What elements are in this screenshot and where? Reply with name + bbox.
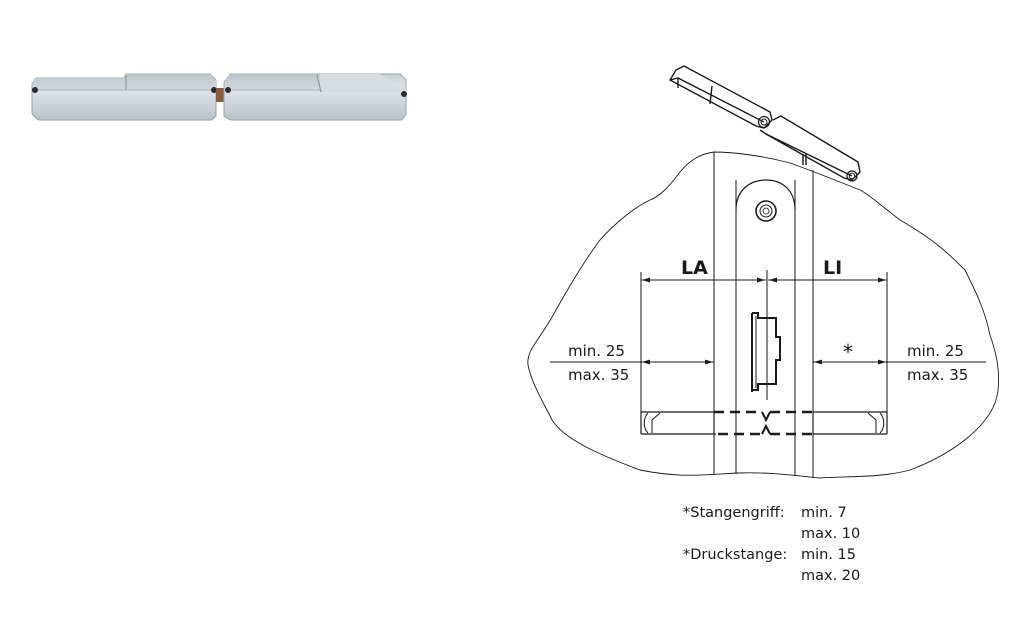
spindle-photo [31,73,407,121]
spindle-left-half [31,73,217,121]
footnote-stangengriff-max: max. 10 [801,526,861,542]
asterisk-marker: * [843,340,853,364]
left-range-max: max. 35 [568,366,630,384]
footnote-druckstange-min: min. 15 [801,547,857,563]
screw-icon [755,200,777,222]
footnote-stangengriff-label: *Stangengriff: [683,505,785,521]
footnote-druckstange-max: max. 20 [801,568,861,584]
left-range-min: min. 25 [568,342,625,360]
right-range-min: min. 25 [907,342,964,360]
door-section-outline [527,151,1000,479]
dimension-label-inside: LI [823,257,843,279]
spindle-section [640,410,888,436]
footnote-stangengriff-min: min. 7 [801,505,847,521]
right-range-max: max. 35 [907,366,969,384]
spindle-right-half [223,73,407,121]
spindle-joint [216,88,224,102]
handle-plate [735,179,796,211]
latch-profile [751,312,781,392]
dimension-label-outside: LA [681,257,708,279]
footnote-druckstange-label: *Druckstange: [683,547,788,563]
spindle-isometric [669,65,861,182]
